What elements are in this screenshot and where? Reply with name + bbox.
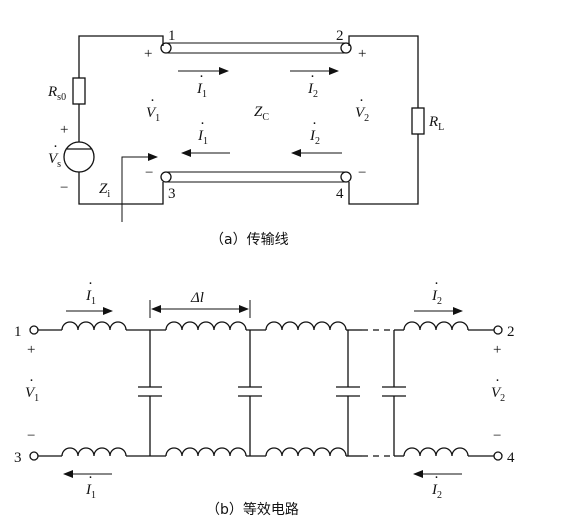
i1-bottom-label: I1 <box>197 128 208 147</box>
i1-bottom-label-b: I1 <box>85 482 96 501</box>
load-resistor-label: RL <box>428 114 444 133</box>
source-minus: − <box>60 180 68 196</box>
i2-top-label-b: I2 <box>431 288 442 307</box>
v1-label-b: V1 <box>25 385 39 404</box>
source-resistor-label: Rs0 <box>47 84 66 103</box>
v1-plus: + <box>144 46 152 62</box>
input-impedance-arrow <box>121 153 158 222</box>
caption-a: （a）传输线 <box>210 232 289 248</box>
i2-top-dot: · <box>310 69 315 85</box>
v2-label: V2 <box>355 105 369 124</box>
source-loop-wire <box>78 35 164 205</box>
v1-label: V1 <box>146 105 160 124</box>
terminal-3 <box>29 451 39 461</box>
terminal-1 <box>29 325 39 335</box>
v1-dot-b: · <box>29 373 34 389</box>
i1-bottom-dot-b: · <box>88 470 93 486</box>
i2-bottom-dot: · <box>312 116 317 132</box>
v2-plus: + <box>358 46 366 62</box>
i2-top-dot-b: · <box>434 276 439 292</box>
source-voltage-label: Vs <box>48 151 61 170</box>
inductor-bottom-1 <box>61 447 127 457</box>
v2-label-b: V2 <box>491 385 505 404</box>
i2-bottom-dot-b: · <box>434 470 439 486</box>
port-1-label-b: 1 <box>14 324 22 340</box>
capacitor-3 <box>336 330 360 456</box>
i2-bottom-label-b: I2 <box>431 482 442 501</box>
v2-dot-b: · <box>495 373 500 389</box>
load-resistor <box>411 107 425 135</box>
i2-top-label: I2 <box>307 81 318 100</box>
v2-minus-b: − <box>493 428 501 444</box>
i1-top-dot: · <box>199 69 204 85</box>
port-3-label-b: 3 <box>14 450 22 466</box>
terminal-4 <box>493 451 503 461</box>
i2-bottom-label: I2 <box>309 128 320 147</box>
inductor-top-2 <box>165 321 247 331</box>
port-2-label: 2 <box>336 28 344 44</box>
figure-a-transmission-line: 1 2 3 4 + − + − + − Rs0 Vs · RL V1 · V2 … <box>47 28 444 248</box>
v2-plus-b: + <box>493 342 501 358</box>
capacitor-4 <box>382 330 406 456</box>
source-resistor <box>72 77 86 105</box>
bottom-rail <box>38 447 494 457</box>
v1-minus-b: − <box>27 428 35 444</box>
upper-conductor <box>160 42 352 54</box>
v1-plus-b: + <box>27 342 35 358</box>
delta-l-dimension <box>149 300 251 318</box>
port-2-label-b: 2 <box>507 324 515 340</box>
port-4-label: 4 <box>336 186 344 202</box>
inductor-top-3 <box>265 321 347 331</box>
v1-minus: − <box>145 165 153 181</box>
inductor-bottom-2 <box>165 447 247 457</box>
figure-b-equivalent-circuit: Δl I1 · I2 · I1 · I2 · 1 3 2 4 + − + − V… <box>14 276 515 518</box>
i1-bottom-dot: · <box>200 116 205 132</box>
terminal-2 <box>493 325 503 335</box>
inductor-bottom-4 <box>403 447 469 457</box>
zi-label: Zi <box>99 181 110 200</box>
v2-dot: · <box>359 93 364 109</box>
port-4-label-b: 4 <box>507 450 515 466</box>
i1-top-dot-b: · <box>88 276 93 292</box>
port-1-label: 1 <box>168 28 176 44</box>
i1-top-label: I1 <box>196 81 207 100</box>
v1-dot: · <box>150 93 155 109</box>
top-rail <box>38 321 494 331</box>
capacitor-2 <box>238 330 262 456</box>
load-loop-wire <box>348 35 419 205</box>
delta-l-label: Δl <box>190 290 204 306</box>
capacitor-1 <box>138 330 162 456</box>
inductor-bottom-3 <box>265 447 347 457</box>
source-plus: + <box>60 122 68 138</box>
zc-label: ZC <box>254 104 269 123</box>
voltage-source <box>63 141 95 173</box>
inductor-top-4 <box>403 321 469 331</box>
v2-minus: − <box>358 165 366 181</box>
port-3-label: 3 <box>168 186 176 202</box>
i1-top-label-b: I1 <box>85 288 96 307</box>
caption-b: （b）等效电路 <box>206 501 299 518</box>
source-voltage-dot: · <box>53 139 58 155</box>
lower-conductor <box>160 171 352 183</box>
inductor-top-1 <box>61 321 127 331</box>
